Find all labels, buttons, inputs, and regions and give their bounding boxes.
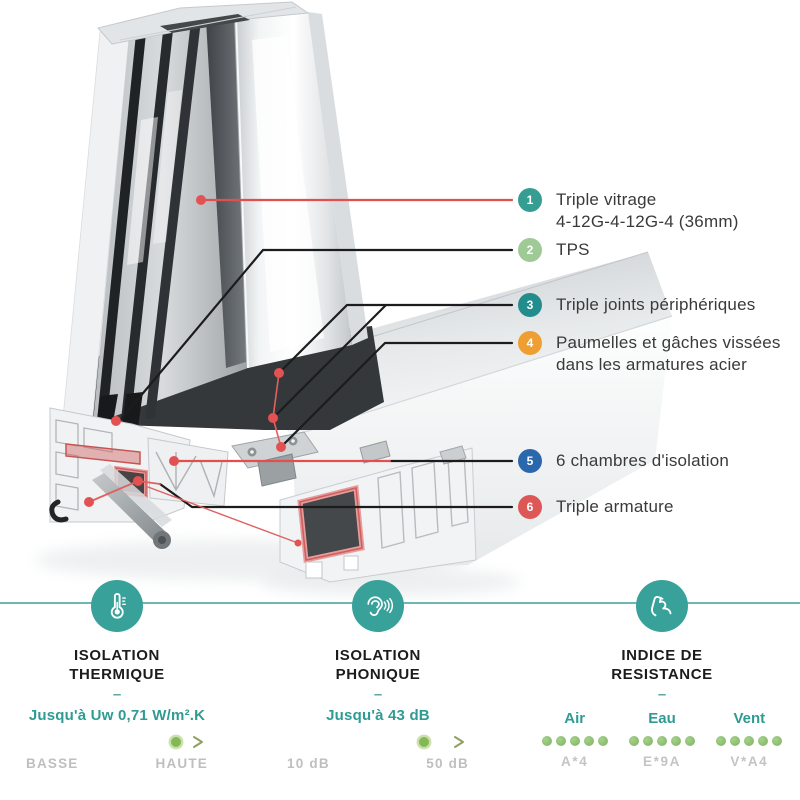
acoustic-gauge [287, 734, 469, 750]
callout-item-6: 6 Triple armature [518, 495, 674, 519]
callout-label-3: Triple joints périphériques [556, 295, 756, 314]
callout-label-1: Triple vitrage [556, 190, 657, 209]
callout-label-2: TPS [556, 240, 590, 259]
callout-badge-2: 2 [518, 238, 542, 262]
sash-cross-section [147, 437, 229, 507]
acoustic-value: Jusqu'à 43 dB [326, 707, 430, 724]
divider-line [0, 602, 800, 604]
callout-badge-4: 4 [518, 331, 542, 355]
callout-label-1b: 4-12G-4-12G-4 (36mm) [556, 212, 739, 231]
resistance-air: Air A*4 [538, 710, 611, 769]
window-cutaway-diagram [35, 1, 673, 596]
callout-item-4: 4 Paumelles et gâches vissées dans les a… [518, 331, 781, 376]
separator-dash: – [112, 686, 122, 703]
rating-eau: E*9A [643, 754, 681, 769]
thermal-gauge [26, 734, 208, 750]
callout-badge-1: 1 [518, 188, 542, 212]
callout-label-4: Paumelles et gâches vissées [556, 333, 781, 352]
thermal-value: Jusqu'à Uw 0,71 W/m².K [28, 707, 206, 724]
callout-item-3: 3 Triple joints périphériques [518, 293, 755, 317]
callout-item-1: 1 Triple vitrage 4-12G-4-12G-4 (36mm) [518, 188, 739, 233]
rating-dots-air [538, 736, 611, 746]
resistance-vent: Vent V*A4 [713, 710, 786, 769]
top-cross-section [97, 1, 310, 45]
callout-label-4b: dans les armatures acier [556, 355, 747, 374]
rating-air: A*4 [561, 754, 589, 769]
resistance-ratings: Air A*4 Eau E*9A Vent V*A4 [538, 710, 786, 769]
rating-vent: V*A4 [730, 754, 769, 769]
callout-item-5: 5 6 chambres d'isolation [518, 449, 729, 473]
triple-glazing [93, 16, 248, 429]
rating-dots-vent [713, 736, 786, 746]
callout-badge-6: 6 [518, 495, 542, 519]
callout-item-2: 2 TPS [518, 238, 590, 262]
callout-badge-3: 3 [518, 293, 542, 317]
vertical-jamb-profile [235, 12, 368, 369]
rating-dots-eau [625, 736, 698, 746]
separator-dash: – [373, 686, 383, 703]
resistance-eau: Eau E*9A [625, 710, 698, 769]
callout-label-5: 6 chambres d'isolation [556, 451, 730, 470]
callout-label-6: Triple armature [556, 497, 674, 516]
callout-badge-5: 5 [518, 449, 542, 473]
separator-dash: – [657, 686, 667, 703]
callout-leader-lines [84, 195, 514, 547]
